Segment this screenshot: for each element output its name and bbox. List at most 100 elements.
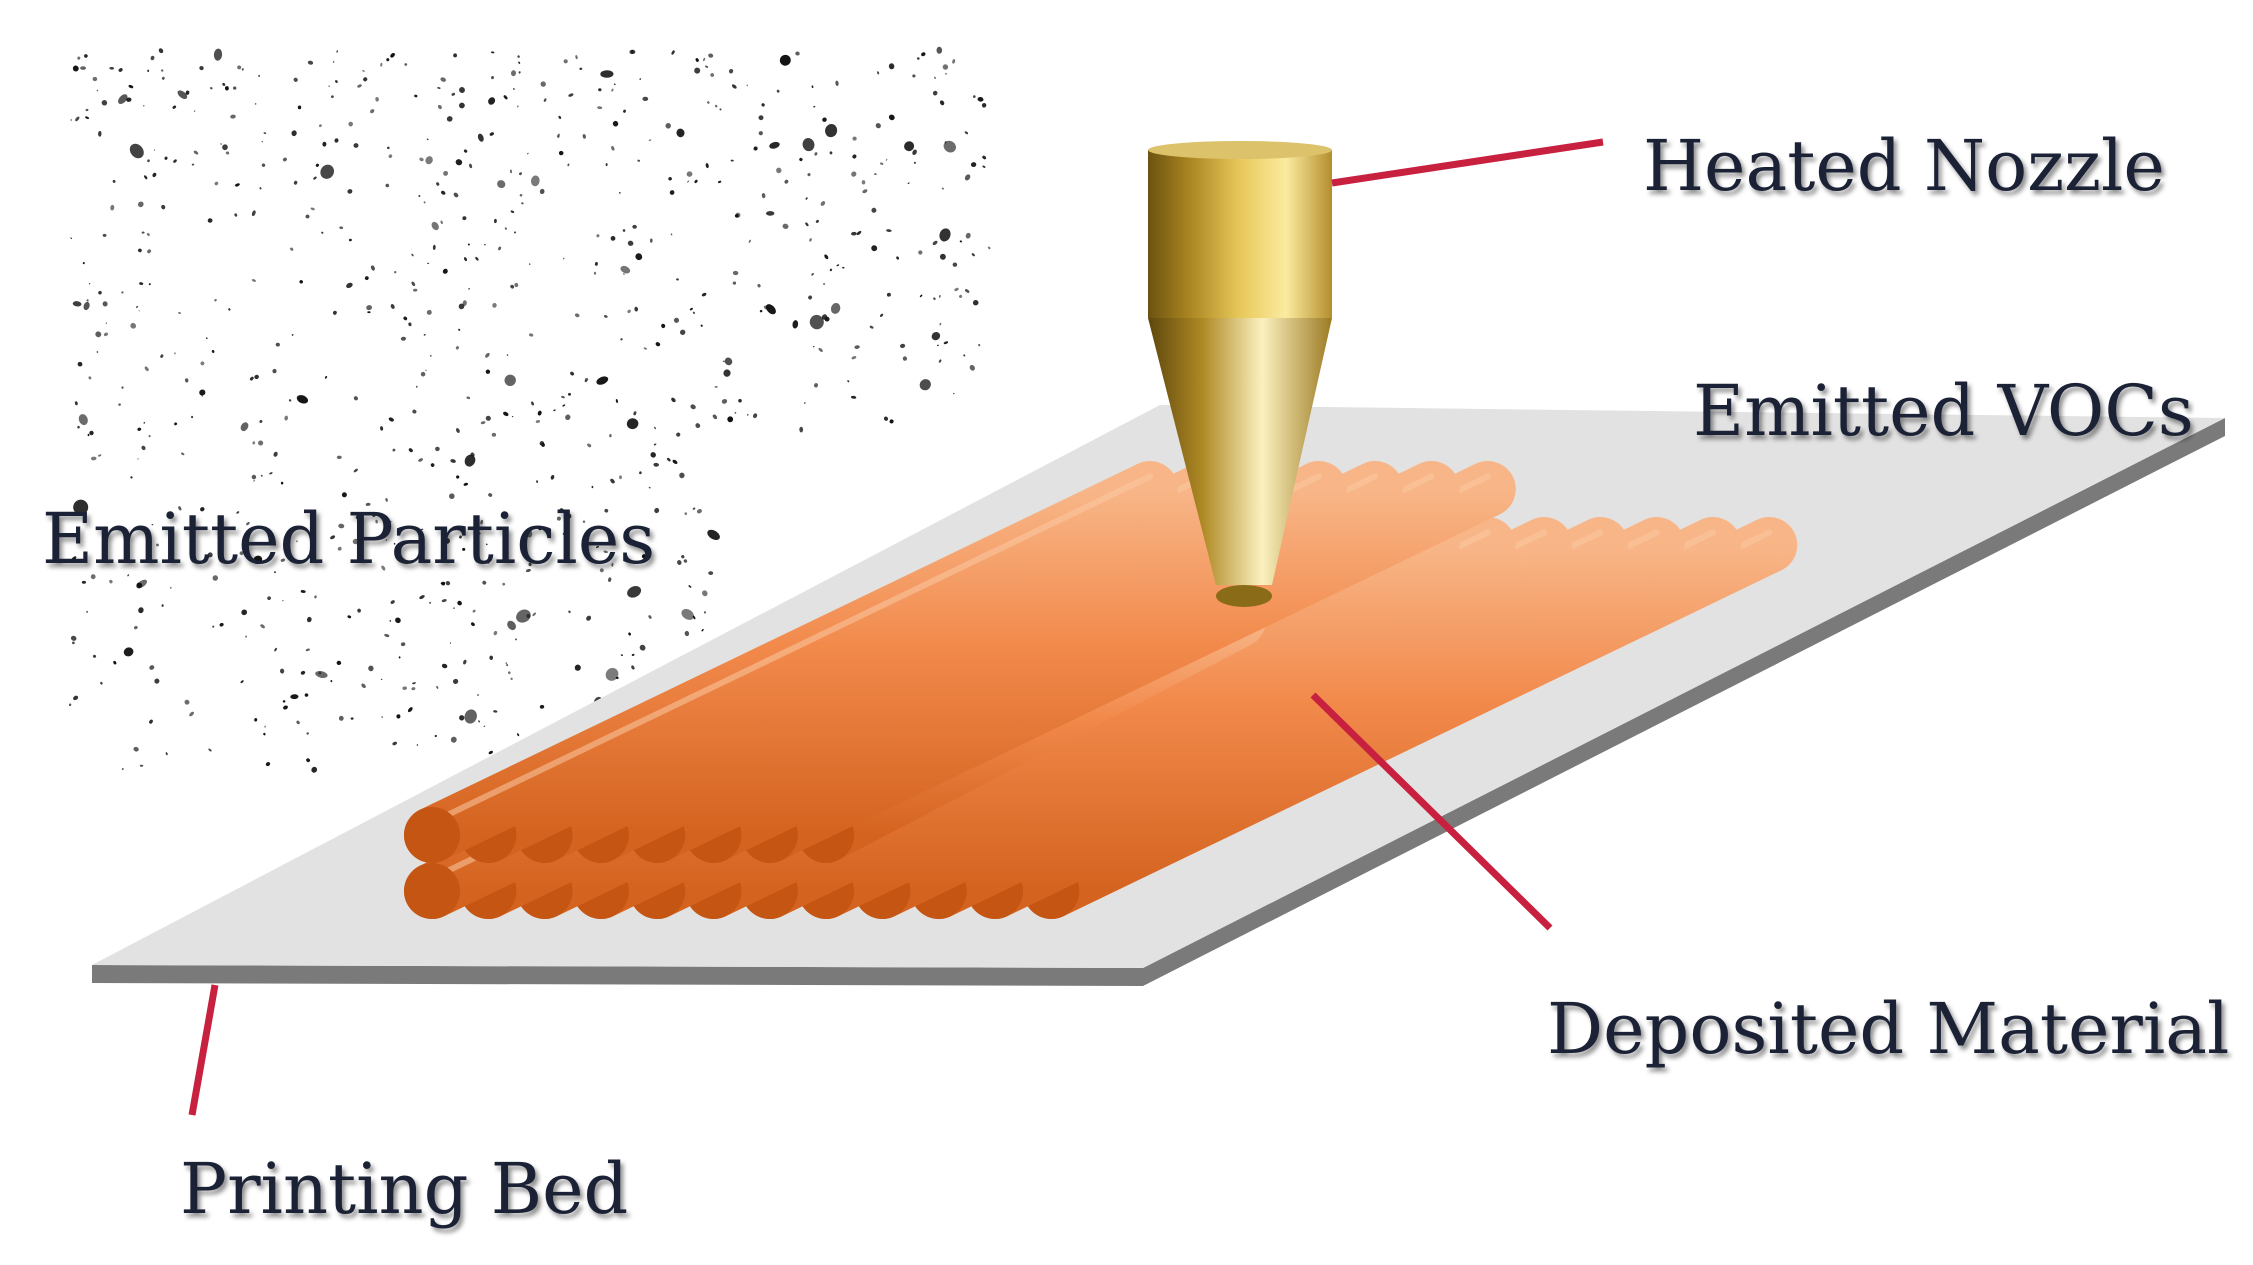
particle [118,403,121,406]
particle [562,257,565,260]
particle [313,176,317,180]
particle [871,207,877,213]
particle [539,188,545,195]
particle [139,764,144,767]
particle [212,575,219,581]
particle [118,68,123,72]
particle [695,58,699,62]
particle [707,101,710,104]
particle [483,244,486,246]
particle [811,273,814,276]
particle [234,213,238,217]
particle [599,568,604,573]
particle [235,183,240,187]
particle [259,419,263,424]
particle [700,324,703,327]
particle [322,141,327,147]
particle [408,448,413,453]
particle [766,211,775,216]
particle [842,266,845,269]
particle [503,411,509,417]
particle [123,647,134,657]
particle [719,108,722,111]
particle [412,682,416,685]
particle [400,336,406,341]
emitted-particles-label: Emitted Particles [42,498,655,580]
particle [464,709,477,724]
particle [765,304,776,315]
particle [81,580,86,584]
particle [404,63,408,66]
particle [885,158,888,161]
particle [936,46,943,54]
particle [341,492,347,498]
particle [970,162,977,168]
particle [161,76,165,80]
particle [912,74,916,78]
particle [673,317,680,323]
particle [420,371,426,377]
particle [225,151,230,155]
particle [435,446,440,452]
particle [977,96,984,102]
particle [392,741,397,746]
particle [779,54,791,66]
particle [440,77,446,82]
particle [561,395,565,399]
particle [260,624,265,629]
particle [154,678,160,684]
particle [411,687,416,691]
particle [419,157,424,162]
particle [610,478,615,484]
particle [686,171,693,177]
particle [237,65,242,70]
particle [390,304,395,309]
particle [429,354,432,357]
particle [879,162,884,165]
particle [690,404,696,410]
particle [880,313,884,317]
particle [850,395,857,399]
particle [568,392,571,396]
particle [688,585,692,588]
particle [732,281,737,285]
particle [692,311,695,314]
particle [102,301,108,307]
particle [574,313,580,318]
particle [414,94,418,98]
particle [375,97,379,102]
particle [348,121,354,127]
particle [702,590,708,597]
particle [152,172,157,178]
particle [600,70,614,78]
particle [284,415,289,421]
particle [498,246,502,251]
particle [963,354,966,357]
particle [459,715,465,721]
particle [121,386,124,389]
particle [671,397,676,403]
particle [610,235,616,241]
particle [70,237,73,240]
particle [214,181,219,186]
particle [559,508,564,513]
particle [835,80,839,86]
particle [367,311,371,314]
particle [249,376,254,381]
particle [102,233,107,237]
particle [70,635,77,641]
particle [818,347,823,352]
particle [395,617,401,624]
particle [972,95,976,98]
particle [635,253,643,261]
particle [184,699,190,705]
particle [463,482,469,486]
particle [748,239,751,243]
particle [350,717,354,720]
particle [449,642,452,644]
particle [987,246,991,250]
particle [684,630,690,637]
particle [938,294,941,298]
particle [633,411,637,416]
particle [300,670,306,675]
